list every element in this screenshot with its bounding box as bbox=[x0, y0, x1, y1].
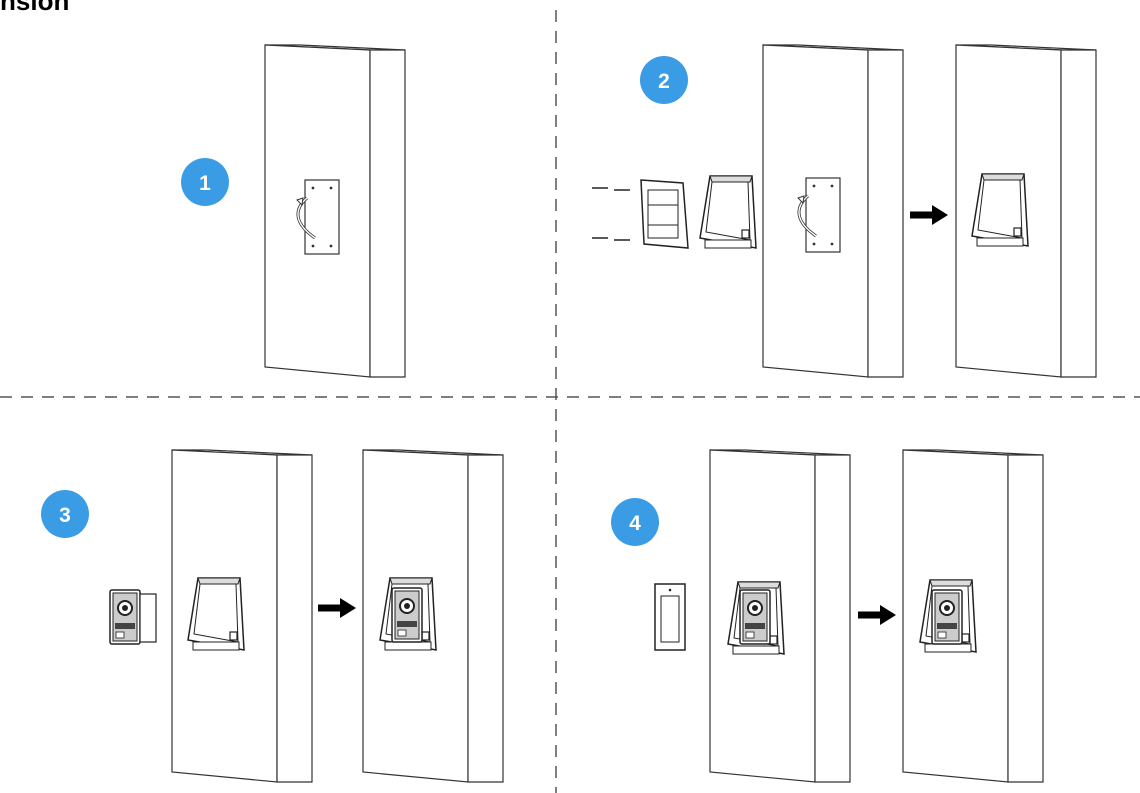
step-number: 2 bbox=[658, 70, 670, 93]
rain-hood bbox=[188, 578, 244, 650]
intercom-module bbox=[110, 590, 156, 644]
step-1-group: 1 bbox=[181, 45, 405, 377]
front-cover-frame bbox=[655, 584, 685, 650]
back-box bbox=[641, 180, 688, 248]
step-3-group: 3 bbox=[41, 450, 503, 782]
arrow-icon bbox=[910, 205, 948, 225]
intercom-module bbox=[932, 590, 962, 644]
arrow-icon bbox=[858, 605, 896, 625]
rain-hood bbox=[700, 176, 756, 248]
arrow-icon bbox=[318, 598, 356, 618]
step-4-group: 4 bbox=[611, 450, 1043, 782]
intercom-module bbox=[740, 590, 770, 644]
rain-hood bbox=[972, 174, 1028, 246]
step-number: 1 bbox=[199, 172, 211, 195]
step-number: 3 bbox=[59, 504, 71, 527]
step-2-group: 2 bbox=[592, 45, 1096, 377]
intercom-module bbox=[392, 588, 422, 642]
screws bbox=[592, 188, 630, 240]
step-number: 4 bbox=[629, 512, 641, 535]
